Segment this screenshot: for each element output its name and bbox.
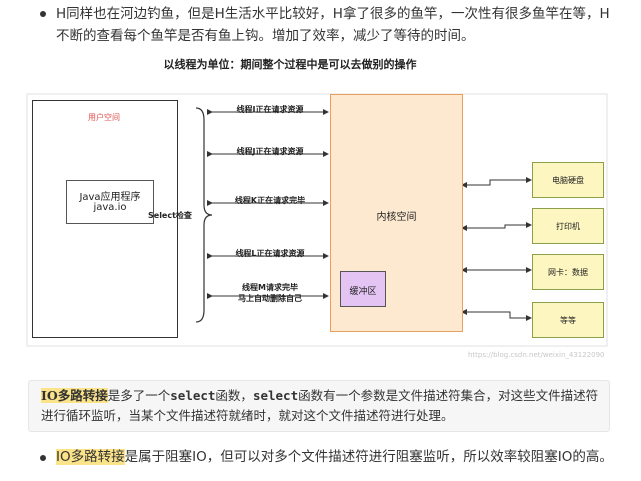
thread-label-j: 线程J正在请求资源 <box>236 147 304 156</box>
buffer-label: 缓冲区 <box>349 287 377 297</box>
bullet2-text: 是属于阻塞IO，但可以对多个文件描述符进行阻塞监听，所以效率较阻塞IO的高。 <box>124 449 613 465</box>
note-text: IO多路转接是多了一个select函数，select函数有一个参数是文件描述符集… <box>41 386 601 426</box>
thread-label-m-line1: 线程M请求完毕 <box>242 283 298 292</box>
watermark: https://blog.csdn.net/weixin_43122090 <box>468 351 605 359</box>
device-label-nic: 网卡：数据 <box>548 268 588 277</box>
device-label-disk: 电脑硬盘 <box>552 176 584 185</box>
bullet-dot <box>40 11 46 17</box>
device-box-printer <box>532 208 604 244</box>
note-text-b: 函数， <box>215 388 253 403</box>
note-code-2: select <box>252 388 299 403</box>
kernel-space-label: 内核空间 <box>376 212 417 223</box>
device-label-etc: 等等 <box>560 316 576 325</box>
bullet-paragraph-2: IO多路转接是属于阻塞IO，但可以对多个文件描述符进行阻塞监听，所以效率较阻塞I… <box>56 446 626 468</box>
user-space-label: 用户空间 <box>88 113 120 122</box>
diagram-title: 以线程为单位：期间整个过程中是可以去做别的操作 <box>163 58 417 71</box>
device-box-nic <box>532 254 604 290</box>
bullet-dot <box>40 455 46 461</box>
select-check-label: Select检查 <box>148 211 192 220</box>
note-text-a: 是多了一个 <box>107 388 171 403</box>
buffer-box <box>340 271 386 307</box>
bullet2-term: IO多路转接 <box>56 449 125 465</box>
java-app-line1: Java应用程序 <box>79 192 141 203</box>
java-app-box <box>66 180 154 224</box>
note-code-1: select <box>170 388 216 403</box>
device-label-printer: 打印机 <box>556 222 580 231</box>
thread-label-l: 线程L正在请求资源 <box>235 249 305 258</box>
device-box-etc <box>532 302 604 338</box>
device-box-disk <box>532 162 604 198</box>
thread-label-k: 线程K正在请求完毕 <box>234 196 306 205</box>
java-app-line2: java.io <box>93 202 127 213</box>
thread-label-i: 线程I正在请求资源 <box>236 105 304 114</box>
note-term: IO多路转接 <box>41 388 108 403</box>
note-block: IO多路转接是多了一个select函数，select函数有一个参数是文件描述符集… <box>28 380 610 432</box>
thread-label-m-line2: 马上自动删除自己 <box>238 294 302 303</box>
bullet-paragraph-1: H同样也在河边钓鱼，但是H生活水平比较好，H拿了很多的鱼竿，一次性有很多鱼竿在等… <box>56 6 610 44</box>
note-text-c: 函数有一个参数是文件描述符集合，对这些文件描述符进行循环监听，当某个文件描述符就… <box>41 388 599 423</box>
